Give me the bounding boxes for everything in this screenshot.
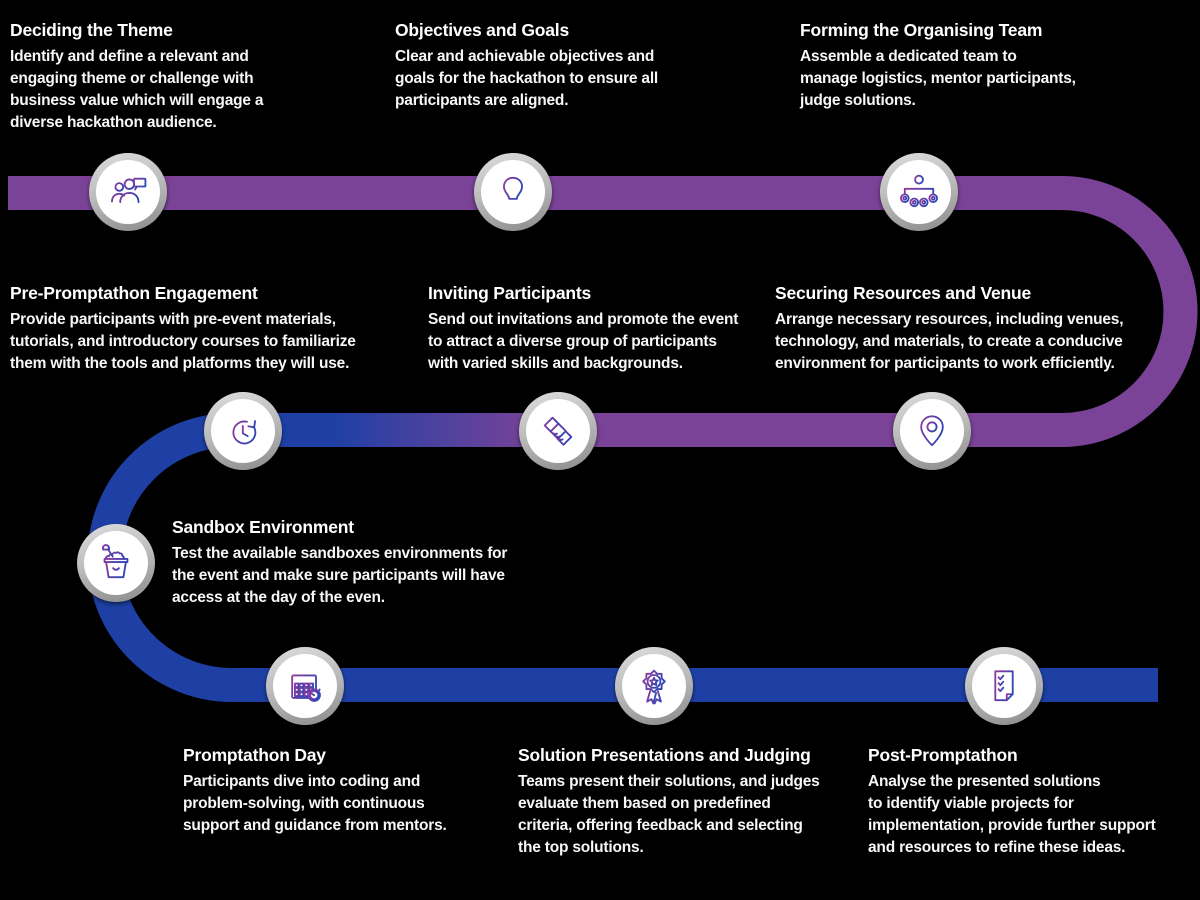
step-text-objectives-goals: Objectives and Goals Clear and achievabl… bbox=[395, 20, 658, 112]
step-title: Inviting Participants bbox=[428, 283, 592, 303]
step-text-solution-judging: Solution Presentations and Judging Teams… bbox=[518, 745, 820, 859]
node-circle bbox=[211, 399, 275, 463]
node-circle bbox=[481, 160, 545, 224]
node-sandbox-environment bbox=[77, 524, 155, 602]
step-title: Deciding the Theme bbox=[10, 20, 173, 40]
step-description: Send out invitations and promote the eve… bbox=[428, 311, 739, 372]
node-organising-team bbox=[880, 153, 958, 231]
step-description: Arrange necessary resources, including v… bbox=[775, 311, 1124, 372]
node-circle bbox=[972, 654, 1036, 718]
step-text-inviting-participants: Inviting Participants Send out invitatio… bbox=[428, 283, 738, 375]
step-title: Forming the Organising Team bbox=[800, 20, 1043, 40]
step-text-sandbox-environment: Sandbox Environment Test the available s… bbox=[172, 517, 507, 609]
handshake-icon bbox=[543, 416, 573, 446]
node-promptathon-day bbox=[266, 647, 344, 725]
step-title: Pre-Promptathon Engagement bbox=[10, 283, 258, 303]
node-pre-promptathon bbox=[204, 392, 282, 470]
people-chat-icon bbox=[111, 177, 147, 203]
node-circle bbox=[887, 160, 951, 224]
step-description: Analyse the presented solutions to ident… bbox=[868, 773, 1156, 856]
calendar-stopwatch-icon bbox=[291, 672, 321, 702]
step-description: Clear and achievable objectives and goal… bbox=[395, 48, 659, 109]
node-circle bbox=[273, 654, 337, 718]
step-title: Solution Presentations and Judging bbox=[518, 745, 811, 765]
step-text-deciding-theme: Deciding the Theme Identify and define a… bbox=[10, 20, 264, 134]
node-post-promptathon bbox=[965, 647, 1043, 725]
step-title: Sandbox Environment bbox=[172, 517, 354, 537]
step-description: Provide participants with pre-event mate… bbox=[10, 311, 356, 372]
step-description: Test the available sandboxes environment… bbox=[172, 545, 508, 606]
node-inviting-participants bbox=[519, 392, 597, 470]
node-circle bbox=[622, 654, 686, 718]
path-segment-purple bbox=[8, 176, 1198, 447]
node-circle bbox=[84, 531, 148, 595]
sand-bucket-icon bbox=[101, 544, 129, 579]
node-objectives-goals bbox=[474, 153, 552, 231]
org-hierarchy-icon bbox=[900, 174, 938, 208]
node-deciding-theme bbox=[89, 153, 167, 231]
node-circle bbox=[526, 399, 590, 463]
step-text-pre-promptathon: Pre-Promptathon Engagement Provide parti… bbox=[10, 283, 356, 375]
step-title: Promptathon Day bbox=[183, 745, 326, 765]
node-circle bbox=[900, 399, 964, 463]
step-text-post-promptathon: Post-Promptathon Analyse the presented s… bbox=[868, 745, 1156, 859]
step-text-promptathon-day: Promptathon Day Participants dive into c… bbox=[183, 745, 447, 837]
step-title: Securing Resources and Venue bbox=[775, 283, 1032, 303]
node-solution-judging bbox=[615, 647, 693, 725]
step-text-securing-resources: Securing Resources and Venue Arrange nec… bbox=[775, 283, 1124, 375]
step-description: Teams present their solutions, and judge… bbox=[518, 773, 820, 856]
step-text-organising-team: Forming the Organising Team Assemble a d… bbox=[800, 20, 1076, 112]
step-description: Identify and define a relevant and engag… bbox=[10, 48, 264, 131]
node-securing-resources bbox=[893, 392, 971, 470]
step-description: Participants dive into coding and proble… bbox=[183, 773, 447, 834]
map-pin-icon bbox=[920, 415, 944, 447]
node-circle bbox=[96, 160, 160, 224]
history-clock-icon bbox=[232, 420, 257, 445]
checklist-icon bbox=[994, 670, 1014, 702]
lightbulb-icon bbox=[503, 176, 523, 208]
step-title: Objectives and Goals bbox=[395, 20, 569, 40]
award-ribbon-icon bbox=[642, 669, 666, 705]
step-description: Assemble a dedicated team to manage logi… bbox=[800, 48, 1076, 109]
step-title: Post-Promptathon bbox=[868, 745, 1018, 765]
